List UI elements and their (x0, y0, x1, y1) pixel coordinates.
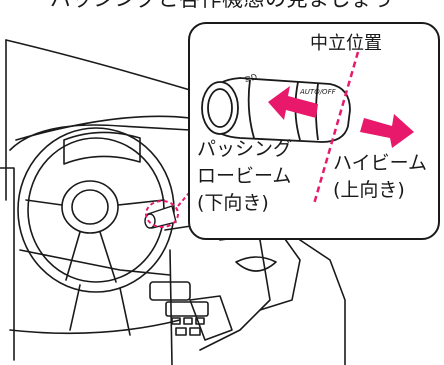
lever-symbol-icon: ≣D (244, 72, 258, 83)
control-button-5 (189, 327, 201, 336)
control-panel (165, 301, 209, 317)
lever-small (144, 205, 177, 229)
lever-auto-off-text: AUTO/OFF (299, 88, 337, 96)
control-button-4 (175, 327, 187, 336)
high-beam-label-line1: ハイビーム (333, 152, 428, 174)
passing-low-beam-label: パッシング ロービーム (下向き) (197, 136, 292, 217)
dash-lower-line (19, 249, 171, 276)
steering-hub (61, 180, 119, 234)
control-button-2 (183, 317, 193, 325)
passing-label-line2: ロービーム (197, 165, 292, 187)
vertical-detail (169, 249, 173, 365)
dash-top-line (15, 115, 191, 141)
steering-hub-inner (71, 189, 109, 225)
arrow-high-beam-icon (360, 114, 414, 148)
steering-spoke-right (117, 199, 165, 206)
high-beam-label: ハイビーム (上向き) (333, 150, 427, 204)
top-caption: パッシングと各作機態の見ましょう (0, 0, 444, 10)
cupholder (235, 256, 277, 272)
floor-line (9, 319, 181, 335)
instrument-cluster (63, 131, 141, 165)
neutral-position-label: 中立位置 (310, 33, 382, 54)
high-beam-label-line2: (上向き) (333, 179, 405, 201)
steering-spoke-left (25, 199, 63, 206)
control-button-3 (195, 317, 205, 325)
passing-label-line3: (下向き) (197, 192, 269, 214)
door-edge (0, 167, 15, 361)
steering-wheel-rim (17, 127, 175, 293)
windshield-frame (5, 39, 191, 91)
pedal-outline (189, 295, 233, 341)
steering-column (69, 284, 131, 336)
steering-spoke-bottom (65, 231, 117, 283)
lever-marker-circle (145, 200, 179, 228)
neutral-position-line (312, 51, 360, 205)
passing-label-line1: パッシング (197, 138, 293, 160)
arrow-passing-icon (268, 86, 318, 120)
